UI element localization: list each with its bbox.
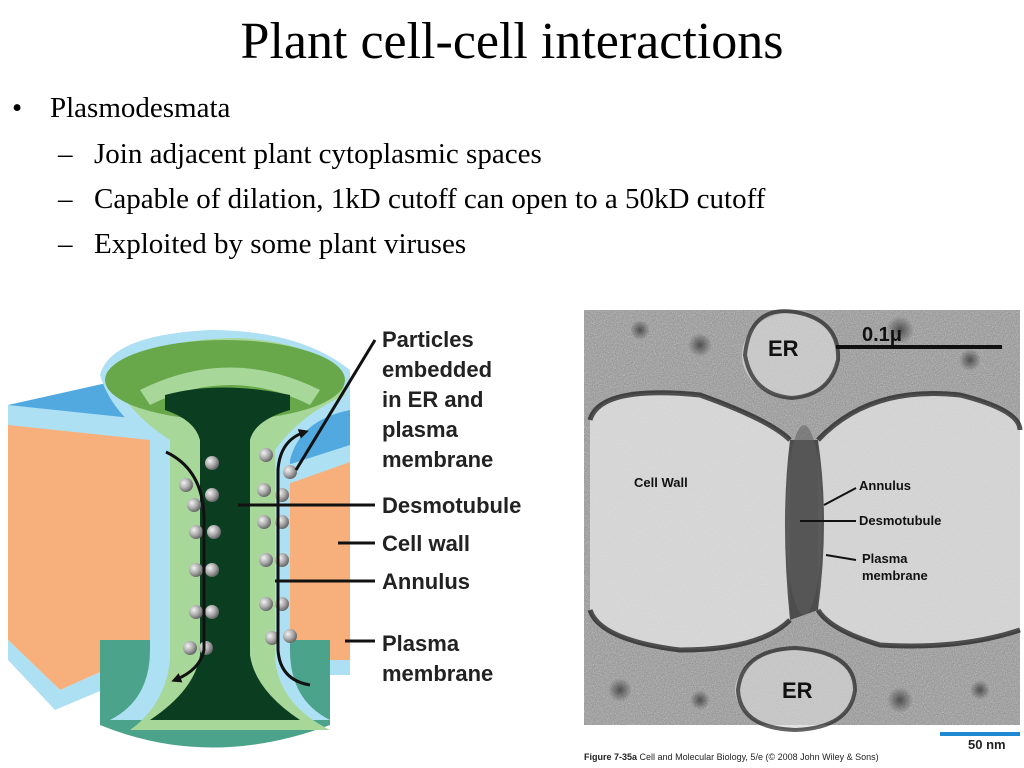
scale-bar-label: 50 nm bbox=[968, 737, 1006, 752]
sub-bullet-text: Exploited by some plant viruses bbox=[94, 228, 467, 260]
sub-bullet-text: Capable of dilation, 1kD cutoff can open… bbox=[94, 183, 766, 215]
micrograph-desmotubule-label: Desmotubule bbox=[859, 513, 941, 528]
micrograph-leader-annulus bbox=[823, 487, 857, 506]
flow-arrow-down bbox=[165, 450, 206, 683]
micrograph-cell-wall-label: Cell Wall bbox=[634, 475, 688, 490]
sub-bullet-marker: – bbox=[58, 138, 73, 170]
sub-bullet: –Join adjacent plant cytoplasmic spaces bbox=[58, 134, 542, 174]
caption-text: Cell and Molecular Biology, 5/e (© 2008 … bbox=[639, 752, 879, 762]
bullet-text: Plasmodesmata bbox=[50, 92, 231, 124]
membrane-left-bottom bbox=[8, 640, 150, 710]
micrograph-annulus-label: Annulus bbox=[859, 478, 911, 493]
micrograph-er-top: ER bbox=[768, 336, 799, 361]
schematic: Particles embedded in ER and plasma memb… bbox=[8, 327, 521, 748]
micrograph-leader-plasma bbox=[825, 554, 857, 561]
flow-arrow-up bbox=[276, 429, 311, 687]
label-cell-wall: Cell wall bbox=[382, 531, 470, 556]
cell-wall-left bbox=[8, 420, 150, 690]
figure-caption: Figure 7-35a Cell and Molecular Biology,… bbox=[584, 752, 879, 762]
label-plasma-membrane: Plasma membrane bbox=[382, 631, 493, 686]
label-desmotubule: Desmotubule bbox=[382, 493, 521, 518]
micrograph-er-bottom: ER bbox=[782, 678, 813, 703]
micrograph-scale-label: 0.1μ bbox=[862, 324, 902, 346]
leader-particles bbox=[294, 339, 377, 471]
scale-bar bbox=[940, 732, 1020, 736]
sub-bullet: –Capable of dilation, 1kD cutoff can ope… bbox=[58, 179, 765, 219]
bullet-marker: • bbox=[12, 92, 23, 124]
membrane-left bbox=[8, 405, 150, 440]
caption-figure-number: Figure 7-35a bbox=[584, 752, 638, 762]
sub-bullet-marker: – bbox=[58, 183, 73, 215]
sub-bullet-text: Join adjacent plant cytoplasmic spaces bbox=[94, 138, 542, 170]
cell-wall-right bbox=[290, 460, 350, 660]
label-particles: Particles embedded in ER and plasma memb… bbox=[382, 327, 498, 472]
sub-bullet-marker: – bbox=[58, 228, 73, 260]
desmotubule-body bbox=[150, 387, 300, 720]
slide-title: Plant cell-cell interactions bbox=[240, 13, 784, 70]
micrograph-plasma-label: Plasma membrane bbox=[862, 551, 928, 583]
bullet-main: • Plasmodesmata bbox=[12, 88, 230, 128]
sub-bullet: –Exploited by some plant viruses bbox=[58, 224, 466, 264]
plasmodesma-figure: Particles embedded in ER and plasma memb… bbox=[8, 309, 1023, 748]
annulus-top bbox=[140, 367, 320, 405]
label-annulus: Annulus bbox=[382, 569, 470, 594]
electron-micrograph: 0.1μ ER ER Cell Wall Annulus Desmotubule… bbox=[584, 309, 1023, 733]
